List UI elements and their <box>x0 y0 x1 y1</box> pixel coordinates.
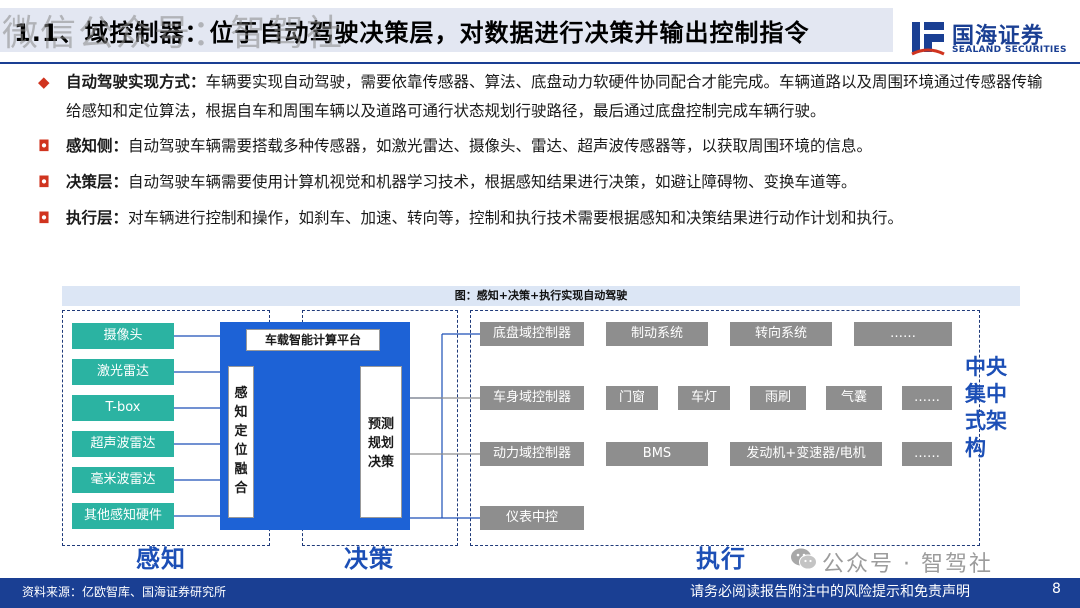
execution-label: 执行 <box>696 545 746 573</box>
arch-char: 式 <box>965 409 986 433</box>
title-bar-overlay <box>0 8 893 52</box>
diamond-icon: ◆ <box>38 73 50 91</box>
figure-caption: 图：感知+决策+执行实现自动驾驶 <box>62 286 1020 306</box>
bullet-item: ◘ 决策层：自动驾驶车辆需要使用计算机视觉和机器学习技术，根据感知结果进行决策，… <box>38 168 1058 197</box>
header-divider <box>0 62 1080 64</box>
sensor-camera: 摄像头 <box>72 323 174 349</box>
page-title: 1.1、域控制器：位于自动驾驶决策层，对数据进行决策并输出控制指令 <box>14 19 810 47</box>
module-char: 预 <box>367 417 381 432</box>
module-char: 测 <box>381 417 395 432</box>
perception-fusion-module: 感 知 定 位 融 合 <box>228 366 254 518</box>
vehicle-lights: 车灯 <box>678 386 730 410</box>
wechat-icon <box>791 548 817 570</box>
bullet-lead: 执行层： <box>66 209 129 227</box>
airbags: 气囊 <box>826 386 882 410</box>
arch-char: 构 <box>965 436 986 460</box>
square-icon: ◘ <box>38 173 50 191</box>
sealand-logo: 国海证券 SEALAND SECURITIES <box>910 18 1070 58</box>
arch-char: 架 <box>986 409 1007 433</box>
module-char: 划 <box>381 436 395 451</box>
disclaimer: 请务必阅读报告附注中的风险提示和免责声明 <box>690 584 970 600</box>
bullet-item: ◆ 自动驾驶实现方式：车辆要实现自动驾驶，需要依靠传感器、算法、底盘动力软硬件协… <box>38 68 1058 126</box>
connector-lines <box>174 333 480 519</box>
slide-header: 1.1、域控制器：位于自动驾驶决策层，对数据进行决策并输出控制指令 微信公众号：… <box>0 0 1080 64</box>
module-char: 策 <box>381 455 395 470</box>
bullet-item: ◘ 执行层：对车辆进行控制和操作，如刹车、加速、转向等，控制和执行技术需要根据感… <box>38 204 1058 233</box>
module-char: 定 <box>234 424 248 439</box>
bullet-text: 对车辆进行控制和操作，如刹车、加速、转向等，控制和执行技术需要根据感知和决策结果… <box>128 209 904 227</box>
brake-system: 制动系统 <box>606 322 708 346</box>
chassis-domain-controller: 底盘域控制器 <box>480 322 584 346</box>
module-char: 感 <box>234 386 248 401</box>
sensor-mmwave-radar: 毫米波雷达 <box>72 467 174 493</box>
module-char: 知 <box>234 405 248 420</box>
module-char: 合 <box>234 481 248 496</box>
instrument-infotainment: 仪表中控 <box>480 506 584 530</box>
bullet-lead: 自动驾驶实现方式： <box>66 73 206 91</box>
central-architecture-label: 中央 集中 式架 构 <box>958 354 1014 462</box>
bullet-item: ◘ 感知侧：自动驾驶车辆需要搭载多种传感器，如激光雷达、摄像头、雷达、超声波传感… <box>38 132 1058 161</box>
bullet-lead: 感知侧： <box>66 137 129 155</box>
bullet-text: 自动驾驶车辆需要使用计算机视觉和机器学习技术，根据感知结果进行决策，如避让障碍物… <box>128 173 857 191</box>
wipers: 雨刷 <box>750 386 806 410</box>
page-number: 8 <box>1052 581 1061 597</box>
computing-platform: 车载智能计算平台 感 知 定 位 融 合 预测 规划 决策 <box>220 322 410 530</box>
architecture-diagram: 图：感知+决策+执行实现自动驾驶 摄像头 激光雷达 T-box 超声波雷达 毫米… <box>62 286 1020 576</box>
square-icon: ◘ <box>38 137 50 155</box>
bullet-list: ◆ 自动驾驶实现方式：车辆要实现自动驾驶，需要依靠传感器、算法、底盘动力软硬件协… <box>38 68 1058 233</box>
doors-windows: 门窗 <box>606 386 658 410</box>
logo-chinese-name: 国海证券 <box>952 24 1045 49</box>
powertrain-domain-controller: 动力域控制器 <box>480 442 584 466</box>
more-items: …… <box>854 322 952 346</box>
footer-bar <box>0 578 1080 608</box>
sealand-logo-icon <box>911 22 945 56</box>
bms: BMS <box>606 442 708 466</box>
module-char: 决 <box>367 455 381 470</box>
arch-char: 中 <box>965 355 986 379</box>
decision-label: 决策 <box>344 545 394 573</box>
bullet-text: 车辆要实现自动驾驶，需要依靠传感器、算法、底盘动力软硬件协同配合才能完成。车辆道… <box>66 73 1043 120</box>
sensor-lidar: 激光雷达 <box>72 359 174 385</box>
engine-transmission-motor: 发动机+变速器/电机 <box>730 442 882 466</box>
more-items: …… <box>902 442 952 466</box>
sensor-other: 其他感知硬件 <box>72 503 174 529</box>
bullet-lead: 决策层： <box>66 173 129 191</box>
module-char: 规 <box>367 436 381 451</box>
source-note: 资料来源：亿欧智库、国海证券研究所 <box>22 585 227 599</box>
body-domain-controller: 车身域控制器 <box>480 386 584 410</box>
sensor-tbox: T-box <box>72 395 174 421</box>
sensor-ultrasonic-radar: 超声波雷达 <box>72 431 174 457</box>
square-icon: ◘ <box>38 209 50 227</box>
steering-system: 转向系统 <box>730 322 832 346</box>
module-char: 位 <box>234 443 248 458</box>
watermark-text: 微信公众号：智驾社 <box>2 13 345 54</box>
platform-title: 车载智能计算平台 <box>246 329 380 351</box>
arch-char: 集 <box>965 382 986 406</box>
arch-char: 央 <box>986 355 1007 379</box>
planning-decision-module: 预测 规划 决策 <box>360 366 402 518</box>
execution-group-box <box>470 310 980 546</box>
arch-char: 中 <box>986 382 1007 406</box>
wechat-watermark-text: 公众号 · 智驾社 <box>822 552 993 577</box>
logo-english-name: SEALAND SECURITIES <box>952 45 1067 55</box>
more-items: …… <box>902 386 952 410</box>
bullet-text: 自动驾驶车辆需要搭载多种传感器，如激光雷达、摄像头、雷达、超声波传感器等，以获取… <box>128 137 873 155</box>
module-char: 融 <box>234 462 248 477</box>
perception-label: 感知 <box>136 545 186 573</box>
